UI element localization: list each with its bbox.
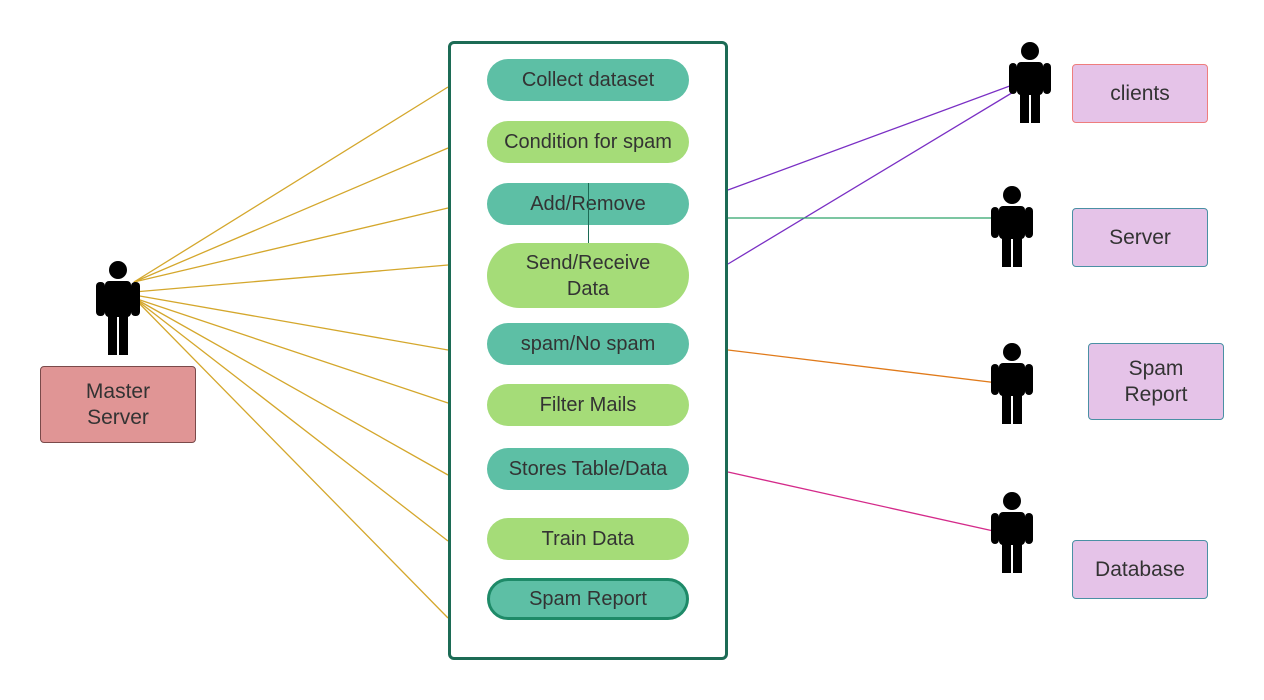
link-master-add-remove xyxy=(133,207,449,283)
link-clients-send-receive xyxy=(727,87,1021,265)
link-master-collect-dataset xyxy=(133,86,449,283)
actor-icon-master xyxy=(96,261,140,355)
include-connector xyxy=(588,183,589,243)
link-master-spam-report xyxy=(133,297,449,619)
use-case-train-data[interactable]: Train Data xyxy=(487,518,689,560)
actor-label-clients[interactable]: clients xyxy=(1072,64,1208,123)
actor-label-master-server[interactable]: Master Server xyxy=(40,366,196,443)
use-case-send-receive-data[interactable]: Send/Receive Data xyxy=(487,243,689,308)
link-master-spam-no-spam xyxy=(133,294,449,351)
link-master-condition-for-spam xyxy=(133,147,449,283)
use-case-spam-report[interactable]: Spam Report xyxy=(487,578,689,620)
link-master-train-data xyxy=(133,297,449,542)
link-database-stores-table xyxy=(727,471,999,533)
link-master-send-receive xyxy=(133,264,449,293)
link-master-stores-table xyxy=(133,297,449,476)
actor-label-server[interactable]: Server xyxy=(1072,208,1208,267)
system-boundary xyxy=(448,41,728,660)
link-clients-add-remove xyxy=(727,82,1019,191)
actor-icon-server xyxy=(991,186,1033,267)
actor-icon-clients xyxy=(1009,42,1051,123)
actor-label-database[interactable]: Database xyxy=(1072,540,1208,599)
actor-label-spam-report[interactable]: Spam Report xyxy=(1088,343,1224,420)
actor-icon-spam-report xyxy=(991,343,1033,424)
use-case-spam-no-spam[interactable]: spam/No spam xyxy=(487,323,689,365)
use-case-stores-table-data[interactable]: Stores Table/Data xyxy=(487,448,689,490)
use-case-filter-mails[interactable]: Filter Mails xyxy=(487,384,689,426)
actor-icon-database xyxy=(991,492,1033,573)
link-spam-report-spam-no-spam xyxy=(727,349,999,384)
use-case-condition-for-spam[interactable]: Condition for spam xyxy=(487,121,689,163)
link-master-filter-mails xyxy=(133,297,449,404)
master-server-associations xyxy=(133,86,449,619)
use-case-collect-dataset[interactable]: Collect dataset xyxy=(487,59,689,101)
